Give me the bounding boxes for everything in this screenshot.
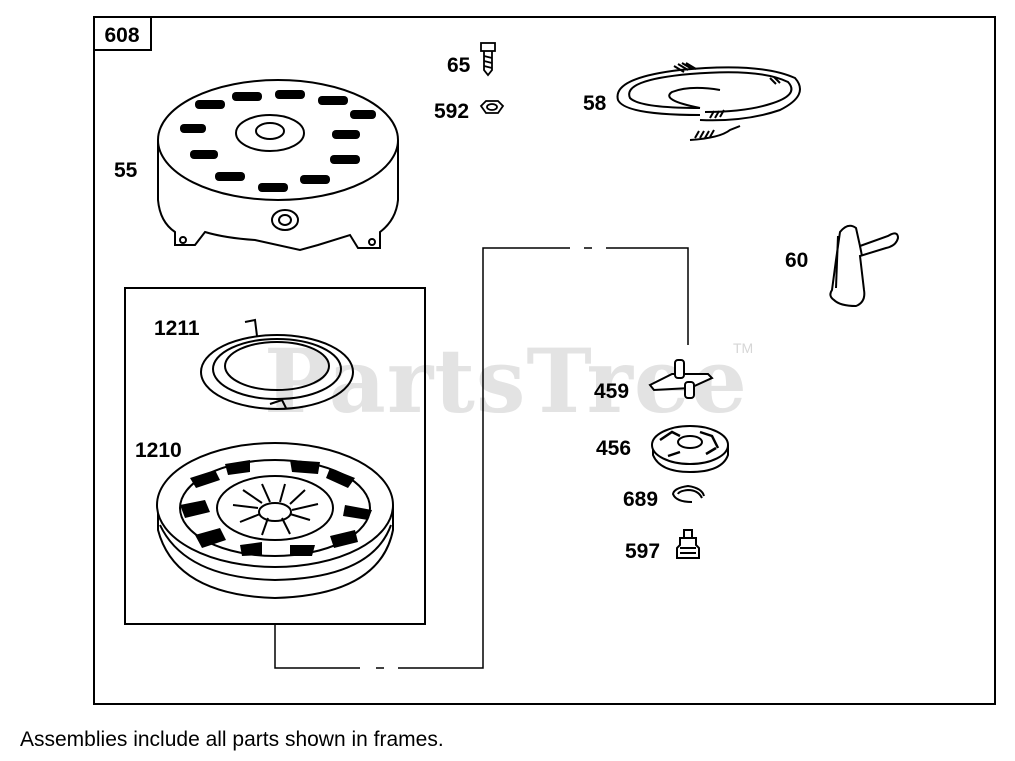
part-label-459: 459 [594, 380, 629, 403]
assembly-number-box [93, 16, 152, 51]
retaining-ring-part-689 [671, 484, 705, 503]
part-label-65: 65 [447, 54, 471, 77]
part-label-456: 456 [596, 437, 631, 460]
footnote: Assemblies include all parts shown in fr… [20, 728, 444, 751]
screw-part-65 [480, 42, 496, 77]
pulley-part-1210 [156, 442, 394, 600]
watermark-trademark: TM [733, 340, 753, 356]
spring-part-1211 [200, 318, 354, 410]
screw-part-597 [676, 529, 700, 559]
part-label-1211: 1211 [154, 317, 200, 340]
part-label-1210: 1210 [135, 439, 182, 462]
blower-housing-part-55 [157, 79, 399, 252]
part-label-592: 592 [434, 100, 469, 123]
part-label-55: 55 [114, 159, 138, 182]
diagram-frame [93, 16, 996, 705]
part-label-58: 58 [583, 92, 607, 115]
pawl-part-459 [648, 359, 714, 399]
nut-part-592 [479, 100, 505, 114]
part-label-597: 597 [625, 540, 660, 563]
handle-part-60 [829, 224, 900, 308]
rope-part-58 [616, 62, 801, 141]
assembly-number: 608 [104, 24, 139, 47]
part-label-689: 689 [623, 488, 658, 511]
ratchet-part-456 [651, 425, 729, 474]
connector-lines [274, 247, 689, 669]
part-label-60: 60 [785, 249, 808, 272]
